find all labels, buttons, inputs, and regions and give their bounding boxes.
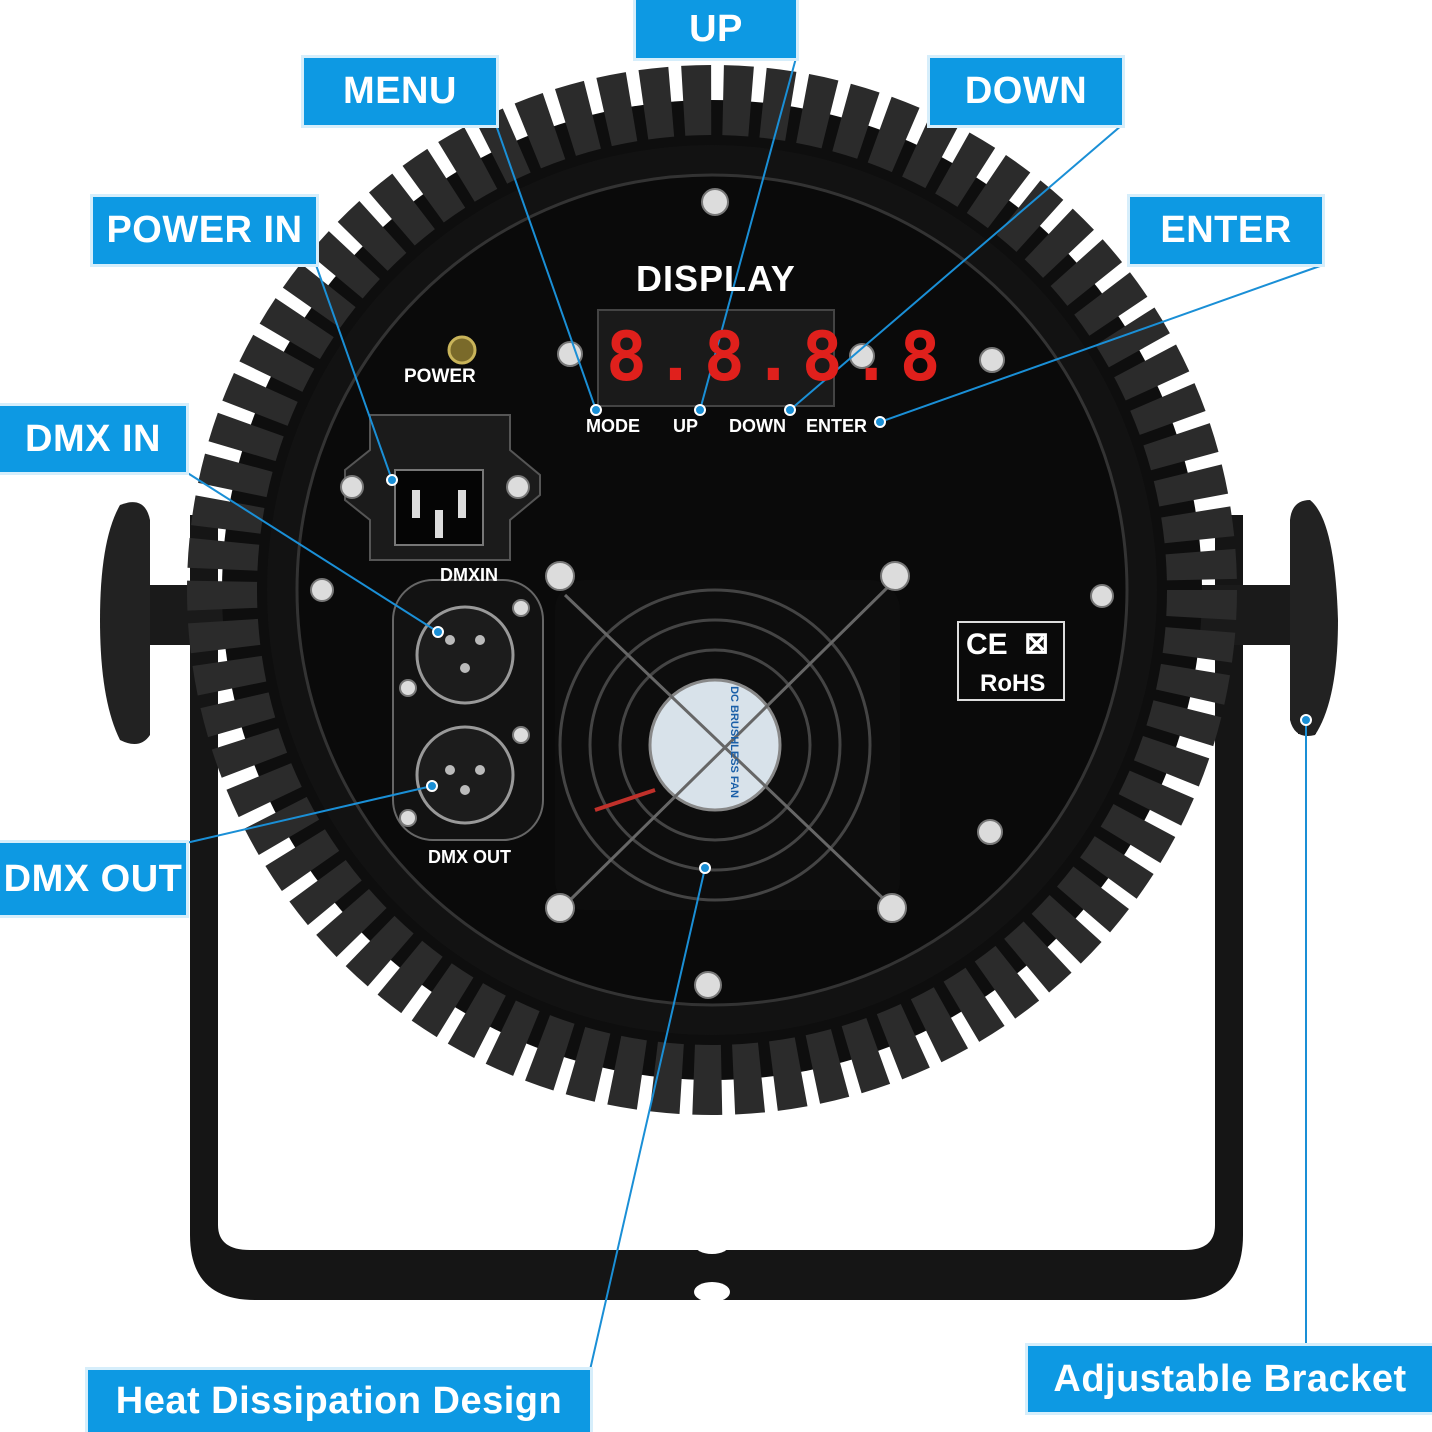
callout-dmx-out: DMX OUT xyxy=(0,843,186,915)
ce-mark: CE xyxy=(966,628,1008,661)
callout-down: DOWN xyxy=(930,58,1122,125)
callout-dmx-in: DMX IN xyxy=(0,406,186,472)
power-inlet xyxy=(344,414,541,561)
weee-bin-icon: ⊠ xyxy=(1024,627,1050,660)
leader-dots xyxy=(386,404,1312,874)
dmx-pins xyxy=(445,635,485,795)
adjustable-bracket xyxy=(190,515,1243,1302)
up-button-label: UP xyxy=(673,416,699,436)
callout-power-in: POWER IN xyxy=(93,197,316,264)
ce-rohs-mark xyxy=(957,621,1065,701)
rohs-mark: RoHS xyxy=(980,670,1046,697)
callout-enter: ENTER xyxy=(1130,197,1322,264)
led-readout: 8.8.8.8 xyxy=(606,318,949,397)
callout-up: UP xyxy=(636,0,796,58)
led-display xyxy=(597,309,835,407)
power-indicator xyxy=(447,335,477,365)
mode-button-label: MODE xyxy=(586,416,640,436)
leader-lines xyxy=(185,57,1321,1371)
dmx-in-socket xyxy=(415,605,515,705)
display-label: DISPLAY xyxy=(636,258,796,299)
callout-menu: MENU xyxy=(304,58,496,125)
power-label: POWER xyxy=(404,366,476,387)
down-button-label: DOWN xyxy=(729,416,786,436)
fan-label: DC BRUSHLESS FAN xyxy=(727,686,740,798)
enter-button-label: ENTER xyxy=(806,416,868,436)
dmxout-label: DMX OUT xyxy=(428,847,511,867)
screws xyxy=(310,188,1114,999)
callout-adjustable-bracket: Adjustable Bracket xyxy=(1028,1346,1432,1412)
dmxin-label: DMXIN xyxy=(440,565,498,585)
dmx-out-socket xyxy=(415,725,515,825)
callout-heat-dissipation: Heat Dissipation Design xyxy=(88,1370,590,1432)
right-knob xyxy=(1195,500,1338,736)
cooling-fan xyxy=(555,580,900,910)
